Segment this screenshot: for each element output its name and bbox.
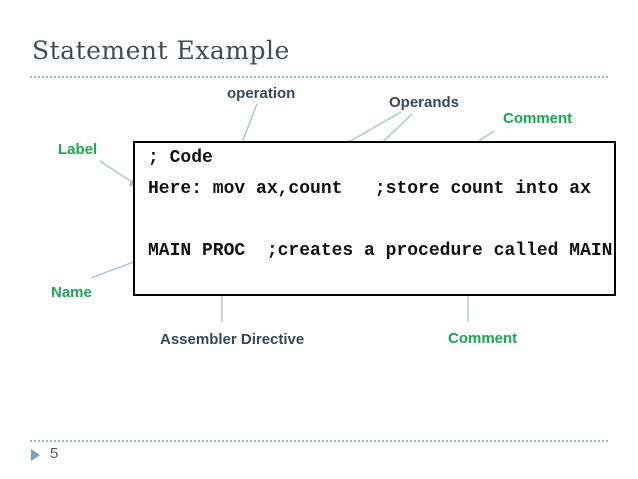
code-line-comment-header: ; Code	[148, 148, 213, 168]
annotation-operands: Operands	[389, 94, 460, 111]
code-line-blank	[135, 205, 614, 236]
code-line-instruction: Here: mov ax,count ;store count into ax	[148, 179, 591, 199]
annotation-comment-top: Comment	[503, 110, 573, 127]
code-line-directive: MAIN PROC ;creates a procedure called MA…	[148, 241, 613, 261]
annotation-comment-bottom: Comment	[448, 330, 518, 347]
footer-triangle-icon	[31, 449, 40, 461]
page-number: 5	[50, 445, 59, 462]
code-example-box: ; Code Here: mov ax,count ;store count i…	[133, 141, 616, 296]
annotation-name: Name	[51, 284, 92, 301]
annotation-operation: operation	[227, 85, 296, 102]
footer-divider-dotted-line	[30, 440, 608, 442]
title-divider-dotted-line	[30, 76, 608, 78]
annotation-label: Label	[58, 141, 98, 158]
annotation-assembler-directive: Assembler Directive	[160, 331, 305, 348]
slide-title: Statement Example	[32, 36, 290, 65]
